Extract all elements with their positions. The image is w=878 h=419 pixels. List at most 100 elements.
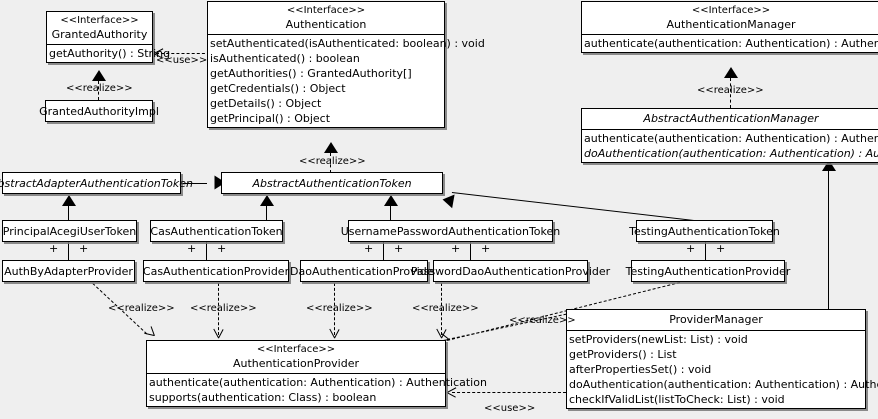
class-name-abstract-adapter-authentication-token: AbstractAdapterAuthenticationToken [0,176,193,190]
connector-passworddaoprovider-realize [441,283,442,335]
label-realize-passworddao: <<realize>> [412,303,479,314]
connector-providermanager-extends-abstractmanager [828,171,829,309]
class-name-abstract-authentication-token: AbstractAuthenticationToken [252,176,412,190]
member-afterpropertiesset: afterPropertiesSet() : void [569,363,712,376]
members-abstract-authentication-manager: authenticate(authentication: Authenticat… [582,130,878,162]
class-name-granted-authority: GrantedAuthority [51,28,148,41]
class-header-authentication-provider: <<Interface>> AuthenticationProvider [147,341,445,373]
member-getproviders: getProviders() : List [569,348,677,361]
arrowhead-realize-cas [213,328,224,339]
class-granted-authority[interactable]: <<Interface>> GrantedAuthority getAuthor… [46,11,171,63]
member-doauthentication: doAuthentication(authentication: Authent… [584,147,878,160]
class-cas-authentication-provider[interactable]: CasAuthenticationProvider [143,260,289,282]
class-header-provider-manager: ProviderManager [567,310,865,330]
class-header-abstract-authentication-manager: AbstractAuthenticationManager [582,109,878,129]
arrowhead-realize-dao [329,328,340,339]
label-realize-grantedauthorityimpl: <<realize>> [66,83,133,94]
class-granted-authority-impl[interactable]: GrantedAuthorityImpl [39,100,159,122]
class-name-authentication-provider: AuthenticationProvider [232,357,360,370]
member-doauthentication: doAuthentication(authentication: Authent… [569,378,878,391]
class-dao-authentication-provider[interactable]: DaoAuthenticationProvider [290,260,438,282]
member-authenticate: authenticate(authentication: Authenticat… [584,37,878,50]
label-realize-dao: <<realize>> [306,303,373,314]
member-isauthenticated: isAuthenticated() : boolean [210,52,360,65]
assoc-plus-userpass-3: + [451,242,461,255]
connector-abstractmanager-realize [730,78,731,108]
class-header-authentication: <<Interface>> Authentication [208,2,444,34]
class-name-cas-authentication-provider: CasAuthenticationProvider [142,264,290,278]
assoc-plus-userpass-4: + [481,242,491,255]
divider [147,373,445,374]
member-setauthenticated: setAuthenticated(isAuthenticated: boolea… [210,37,485,50]
label-realize-authbyadapter: <<realize>> [108,303,175,314]
class-name-password-dao-authentication-provider: PasswordDaoAuthenticationProvider [410,264,611,278]
label-use-authentication-grantedauthority: <<use>> [156,55,208,66]
class-name-username-password-authentication-token: UsernamePasswordAuthenticationToken [340,224,561,238]
connector-principaltoken-extends [68,206,69,221]
member-getprincipal: getPrincipal() : Object [210,112,331,125]
assoc-plus-testing-left: + [686,242,696,255]
stereotype-interface: <<Interface>> [60,15,139,26]
class-name-testing-authentication-provider: TestingAuthenticationProvider [625,264,791,278]
class-cas-authentication-token[interactable]: CasAuthenticationToken [150,220,283,242]
class-name-provider-manager: ProviderManager [669,313,763,326]
class-name-principal-acegi-user-token: PrincipalAcegiUserToken [2,224,137,238]
assoc-plus-cas-right: + [217,242,227,255]
class-name-authentication-manager: AuthenticationManager [666,18,796,31]
class-name-cas-authentication-token: CasAuthenticationToken [150,224,283,238]
member-supports: supports(authentication: Class) : boolea… [149,391,377,404]
class-name-abstract-authentication-manager: AbstractAuthenticationManager [643,112,819,125]
assoc-testing-testingprovider [705,242,706,260]
divider [47,44,152,45]
member-getauthorities: getAuthorities() : GrantedAuthority[] [210,67,412,80]
connector-use-providermanager [452,392,566,393]
class-name-authentication: Authentication [285,18,367,31]
class-authentication-provider[interactable]: <<Interface>> AuthenticationProvider aut… [146,340,487,407]
connector-abstracttoken-realize-authentication [330,153,331,173]
class-auth-by-adapter-provider[interactable]: AuthByAdapterProvider [2,260,135,282]
stereotype-interface: <<Interface>> [256,344,336,355]
class-abstract-authentication-token[interactable]: AbstractAuthenticationToken [221,172,443,194]
class-testing-authentication-token[interactable]: TestingAuthenticationToken [629,220,780,242]
class-authentication[interactable]: <<Interface>> Authentication setAuthenti… [207,1,485,128]
class-password-dao-authentication-provider[interactable]: PasswordDaoAuthenticationProvider [411,260,610,282]
members-provider-manager: setProviders(newList: List) : void getPr… [567,331,878,408]
member-getauthority: getAuthority() : String [49,47,171,60]
class-username-password-authentication-token[interactable]: UsernamePasswordAuthenticationToken [341,220,560,242]
connector-daoprovider-realize [334,283,335,335]
members-authentication-provider: authenticate(authentication: Authenticat… [147,374,487,406]
divider [208,34,444,35]
class-testing-authentication-provider[interactable]: TestingAuthenticationProvider [626,260,790,282]
assoc-plus-testing-right: + [716,242,726,255]
divider [582,34,878,35]
class-header-granted-authority: <<Interface>> GrantedAuthority [47,12,152,44]
assoc-plus-userpass-2: + [394,242,404,255]
class-authentication-manager[interactable]: <<Interface>> AuthenticationManager auth… [581,1,878,53]
connector-usernamepasswordtoken-extends [390,206,391,221]
members-granted-authority: getAuthority() : String [47,45,171,62]
member-checkifvalidlist: checkIfValidList(listToCheck: List) : vo… [569,393,785,406]
label-realize-abstract-manager: <<realize>> [697,85,764,96]
class-principal-acegi-user-token[interactable]: PrincipalAcegiUserToken [2,220,137,242]
members-authentication: setAuthenticated(isAuthenticated: boolea… [208,35,485,127]
class-abstract-adapter-authentication-token[interactable]: AbstractAdapterAuthenticationToken [0,172,193,194]
stereotype-interface: <<Interface>> [286,5,366,16]
divider [567,330,865,331]
class-header-authentication-manager: <<Interface>> AuthenticationManager [582,2,878,34]
divider [582,129,878,130]
class-provider-manager[interactable]: ProviderManager setProviders(newList: Li… [566,309,878,409]
class-name-auth-by-adapter-provider: AuthByAdapterProvider [4,264,133,278]
assoc-plus-userpass-1: + [364,242,374,255]
assoc-userpass-dao [383,242,384,260]
assoc-cas-casprovider [206,242,207,260]
connector-testingtoken-extends [451,192,701,222]
arrowhead-realize-authbyadapter [144,326,155,337]
connector-grantedauthorityimpl-realize [98,81,99,100]
class-abstract-authentication-manager[interactable]: AbstractAuthenticationManager authentica… [581,108,878,163]
class-name-granted-authority-impl: GrantedAuthorityImpl [39,104,159,118]
assoc-principal-authbyadapter [68,242,69,260]
member-getdetails: getDetails() : Object [210,97,322,110]
connector-casprovider-realize [218,283,219,335]
member-getcredentials: getCredentials() : Object [210,82,346,95]
